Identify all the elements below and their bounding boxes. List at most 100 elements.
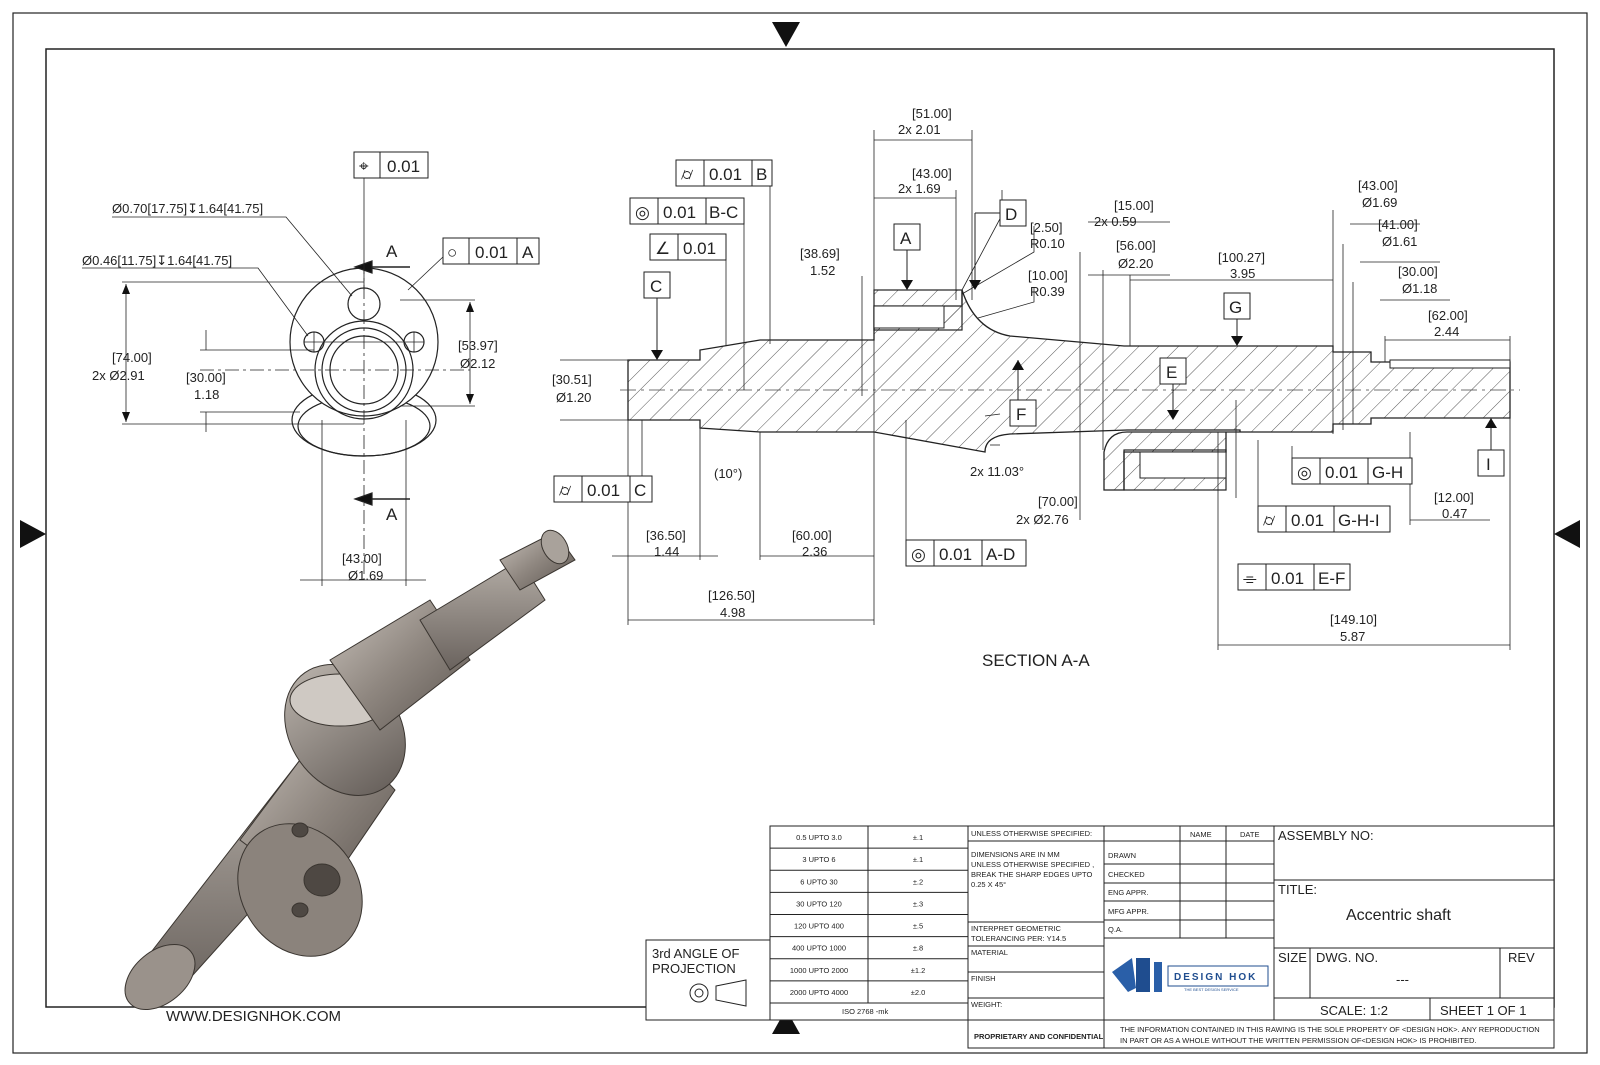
svg-text:G: G — [1229, 298, 1242, 317]
sheet-number: SHEET 1 OF 1 — [1440, 1003, 1526, 1018]
dim-10-top: [10.00] — [1028, 268, 1068, 283]
angularity-symbol-icon: ∠ — [655, 239, 670, 258]
center-marker-right — [1554, 520, 1580, 548]
outer-frame — [12, 12, 1588, 1054]
dim-3869-bottom: 1.52 — [810, 263, 835, 278]
dim-3051-bottom: Ø1.20 — [556, 390, 591, 405]
svg-text:F: F — [1016, 405, 1026, 424]
tolerance-table: 0.5 UPTO 3.0±.13 UPTO 6±.16 UPTO 30±.230… — [769, 825, 969, 1021]
dim-74-bottom: 2x Ø2.91 — [92, 368, 145, 383]
isometric-render — [124, 529, 576, 1011]
svg-text:D: D — [1005, 205, 1017, 224]
svg-text:THE INFORMATION CONTAINED IN T: THE INFORMATION CONTAINED IN THIS RAWING… — [1120, 1025, 1540, 1034]
dim-angle-1103: 2x 11.03° — [970, 464, 1024, 479]
dim-12650-top: [126.50] — [708, 588, 755, 603]
dim-14910-bottom: 5.87 — [1340, 629, 1365, 644]
title-block: ASSEMBLY NO: TITLE: Accentric shaft SIZE… — [1273, 825, 1555, 1021]
website-url: WWW.DESIGNHOK.COM — [166, 1008, 341, 1025]
tolerance-range: 3 UPTO 6 — [802, 855, 835, 864]
svg-text:BREAK THE SHARP EDGES UPTO: BREAK THE SHARP EDGES UPTO — [971, 870, 1092, 879]
dim-70-top: [70.00] — [1038, 494, 1078, 509]
svg-text:THE BEST DESIGN SERVICE: THE BEST DESIGN SERVICE — [1184, 987, 1239, 992]
svg-text:UNLESS OTHERWISE SPECIFIED:: UNLESS OTHERWISE SPECIFIED: — [971, 829, 1092, 838]
dim-10027-bottom: 3.95 — [1230, 266, 1255, 281]
dim-arrow — [122, 412, 130, 422]
dim-3650-bottom: 1.44 — [654, 544, 679, 559]
dim-30b-top: [30.00] — [1398, 264, 1438, 279]
cylindricity-symbol-icon: ⌭ — [1263, 511, 1276, 530]
section-dimension-lines — [560, 130, 1511, 650]
svg-text:A-D: A-D — [986, 545, 1015, 564]
svg-text:IN PART OR AS A WHOLE WITHOUT: IN PART OR AS A WHOLE WITHOUT THE WRITTE… — [1120, 1036, 1476, 1045]
center-marker-left — [20, 520, 46, 548]
assembly-no-label: ASSEMBLY NO: — [1278, 828, 1374, 843]
signoff-row-label: CHECKED — [1108, 870, 1145, 879]
center-marker-bottom — [772, 1009, 800, 1034]
dim-5397-top: [53.97] — [458, 338, 498, 353]
tolerance-range: 400 UPTO 1000 — [792, 944, 846, 953]
tolerance-value: ±.5 — [913, 922, 923, 931]
svg-text:A: A — [522, 243, 534, 262]
tolerance-value: ±.8 — [913, 944, 923, 953]
tolerance-range: 30 UPTO 120 — [796, 899, 842, 908]
dim-43a-top: [43.00] — [912, 166, 952, 181]
fcf-concentricity-a-d: ◎ 0.01 A-D — [905, 420, 1027, 567]
tolerance-value: ±2.0 — [911, 988, 926, 997]
svg-text:0.01: 0.01 — [709, 165, 742, 184]
dim-30b-bottom: Ø1.18 — [1402, 281, 1437, 296]
tolerance-range: 0.5 UPTO 3.0 — [796, 833, 842, 842]
dim-15-bottom: 2x 0.59 — [1094, 214, 1137, 229]
tolerance-range: 2000 UPTO 4000 — [790, 988, 848, 997]
dim-60-bottom: 2.36 — [802, 544, 827, 559]
svg-text:DIMENSIONS ARE IN MM: DIMENSIONS ARE IN MM — [971, 850, 1060, 859]
svg-text:0.01: 0.01 — [663, 203, 696, 222]
tolerance-value: ±.3 — [913, 899, 923, 908]
tolerance-value: ±1.2 — [911, 966, 926, 975]
dim-3869-top: [38.69] — [800, 246, 840, 261]
dim-30-bottom: 1.18 — [194, 387, 219, 402]
cut-label-top: A — [386, 242, 398, 261]
dim-43b-bottom: Ø1.69 — [1362, 195, 1397, 210]
dim-15-top: [15.00] — [1114, 198, 1154, 213]
fcf-position: ⌖ 0.01 — [353, 151, 429, 179]
dim-12-top: [12.00] — [1434, 490, 1474, 505]
fcf-circularity: ○ 0.01 A — [442, 237, 540, 265]
fcf-cylindricity-b: ⌭ 0.01 B — [675, 159, 773, 344]
dim-56-top: [56.00] — [1116, 238, 1156, 253]
svg-text:FINISH: FINISH — [971, 974, 996, 983]
section-view — [620, 289, 1520, 491]
dim-43-top: [43.00] — [342, 551, 382, 566]
dim-12650-bottom: 4.98 — [720, 605, 745, 620]
svg-text:C: C — [634, 481, 646, 500]
dim-43-bottom: Ø1.69 — [348, 568, 383, 583]
dwg-no-value: --- — [1396, 972, 1409, 987]
projection-box: 3rd ANGLE OF PROJECTION — [645, 939, 771, 1021]
disclaimer: THE INFORMATION CONTAINED IN THIS RAWING… — [1103, 1019, 1555, 1049]
notes-column: UNLESS OTHERWISE SPECIFIED: DIMENSIONS A… — [967, 825, 1105, 1049]
svg-text:WEIGHT:: WEIGHT: — [971, 1000, 1002, 1009]
dim-51-top: [51.00] — [912, 106, 952, 121]
hole2-callout: Ø0.46[11.75]↧1.64[41.75] — [82, 253, 232, 268]
svg-text:G-H-I: G-H-I — [1338, 511, 1380, 530]
dim-3650-top: [36.50] — [646, 528, 686, 543]
fcf-symmetry-e-f: ⌯ 0.01 E-F — [1237, 563, 1351, 591]
dim-12-bottom: 0.47 — [1442, 506, 1467, 521]
svg-text:0.01: 0.01 — [587, 481, 620, 500]
symmetry-symbol-icon: ⌯ — [1243, 569, 1257, 588]
dim-60-top: [60.00] — [792, 528, 832, 543]
svg-text:0.01: 0.01 — [1271, 569, 1304, 588]
datum-f: F — [1009, 360, 1037, 427]
datum-d: D — [969, 199, 1027, 290]
dim-250-top: [2.50] — [1030, 220, 1063, 235]
dim-41-bottom: Ø1.61 — [1382, 234, 1417, 249]
svg-text:PROPRIETARY AND CONFIDENTIAL: PROPRIETARY AND CONFIDENTIAL — [974, 1032, 1104, 1041]
svg-text:0.01: 0.01 — [1291, 511, 1324, 530]
concentricity-symbol-icon: ◎ — [1297, 463, 1312, 482]
svg-text:B: B — [756, 165, 767, 184]
dim-62-top: [62.00] — [1428, 308, 1468, 323]
concentricity-symbol-icon: ◎ — [911, 545, 926, 564]
signoff-row-label: Q.A. — [1108, 925, 1123, 934]
svg-text:0.25 X 45°: 0.25 X 45° — [971, 880, 1006, 889]
dim-30-top: [30.00] — [186, 370, 226, 385]
